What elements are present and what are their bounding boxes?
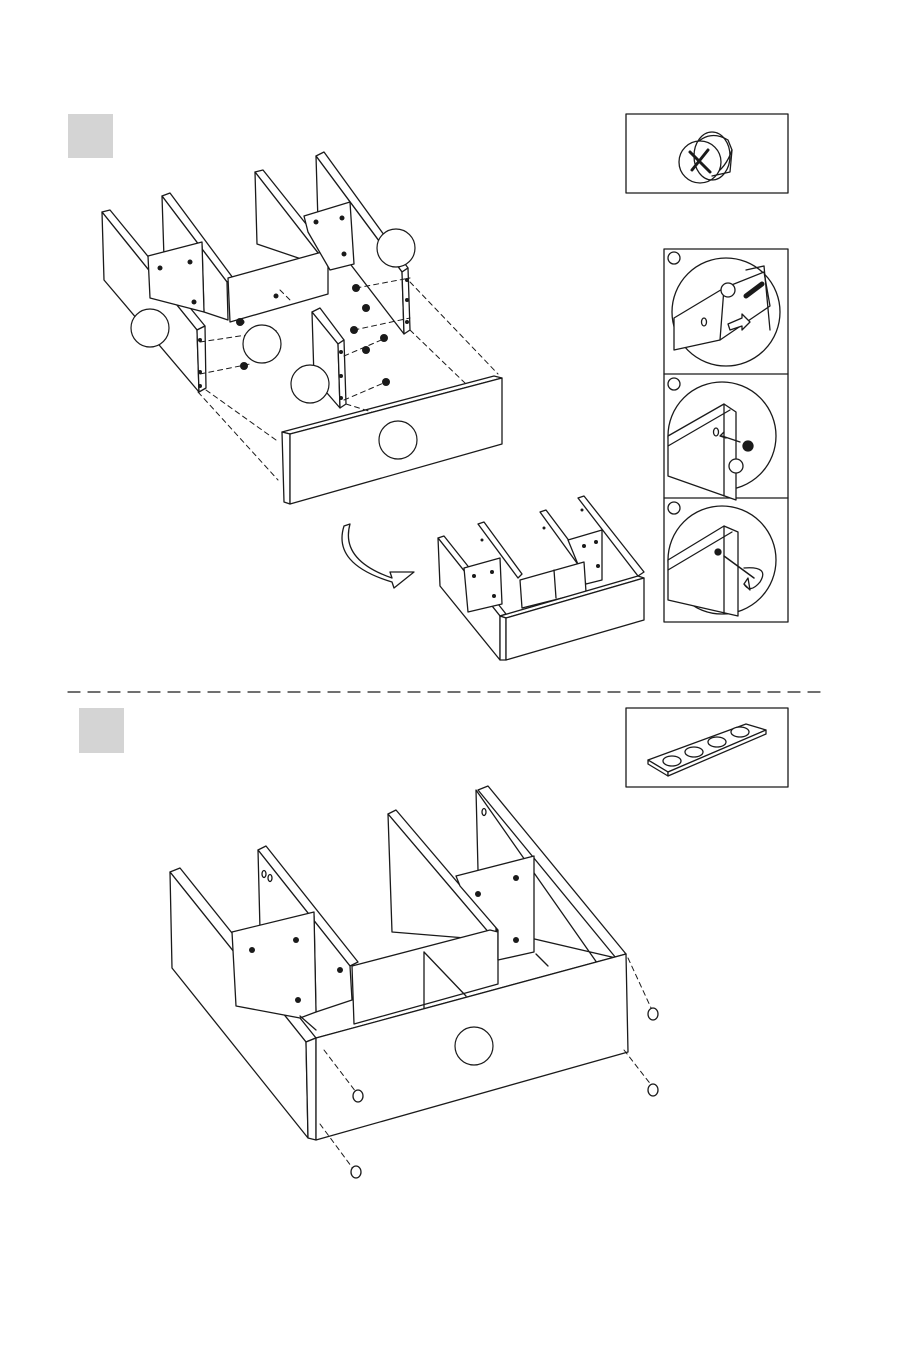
drawer-exploded-view	[102, 152, 502, 504]
step1-hardware-box	[626, 114, 788, 193]
step2-hardware-box	[626, 708, 788, 787]
part-callout-5	[379, 421, 417, 459]
middle-back-panel	[228, 170, 330, 322]
step1-section	[68, 114, 788, 660]
flip-arrow-icon	[342, 524, 414, 588]
back-divider-left	[148, 193, 233, 320]
detail-steps-panel	[664, 249, 788, 622]
part-callout-front	[455, 1027, 493, 1065]
felt-pad	[351, 1166, 361, 1178]
part-callout-1	[131, 309, 169, 347]
felt-pad	[648, 1084, 658, 1096]
step2-section	[79, 708, 788, 1178]
part-callout-4	[291, 365, 329, 403]
felt-pad	[353, 1090, 363, 1102]
step1-badge	[68, 114, 113, 158]
assembled-drawer-preview	[438, 496, 644, 660]
assembled-drawer-large	[170, 786, 628, 1140]
part-callout-2	[243, 325, 281, 363]
step2-badge	[79, 708, 124, 753]
part-callout-3	[377, 229, 415, 267]
felt-pad	[648, 1008, 658, 1020]
